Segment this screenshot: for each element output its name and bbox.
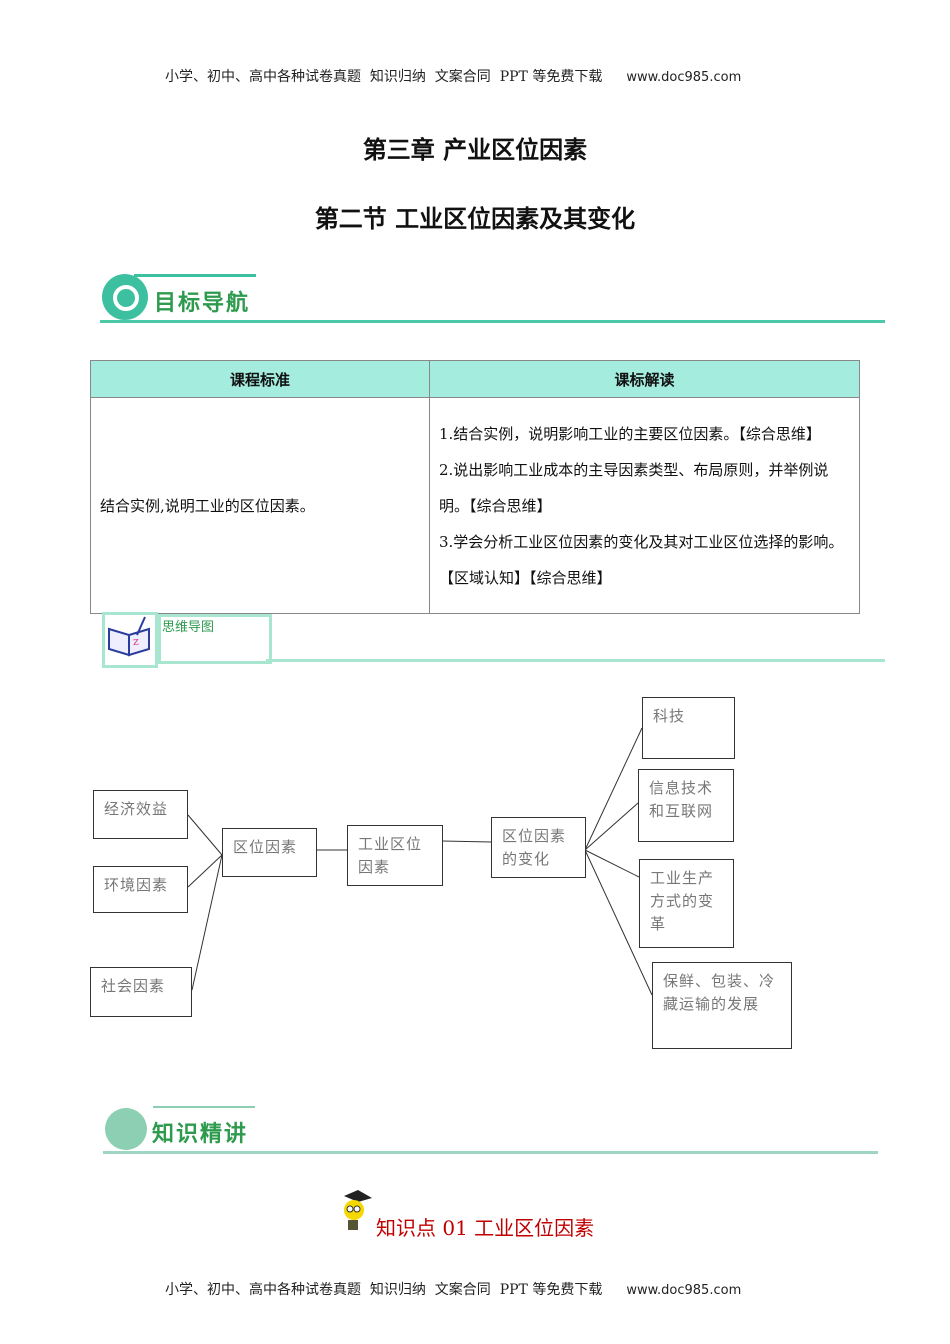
- header-text: 小学、初中、高中各种试卷真题 知识归纳 文案合同 PPT 等免费下载: [165, 69, 603, 85]
- footer-link[interactable]: www.doc985.com: [626, 1283, 742, 1298]
- section-mindmap-label: 思维导图: [162, 620, 215, 635]
- divider: [134, 274, 256, 277]
- node-environment: 环境因素: [93, 866, 188, 913]
- mascot-icon: [340, 1190, 374, 1232]
- section-knowledge-label: 知识精讲: [152, 1121, 249, 1147]
- page-footer: 小学、初中、高中各种试卷真题 知识归纳 文案合同 PPT 等免费下载 www.do…: [165, 1279, 741, 1299]
- divider: [153, 1106, 255, 1108]
- section-goal-label: 目标导航: [154, 290, 251, 316]
- connector: [191, 854, 223, 991]
- connector: [584, 727, 643, 851]
- section-title: 第二节 工业区位因素及其变化: [314, 204, 636, 233]
- divider: [100, 320, 885, 323]
- table-cell-interpretation: 1.结合实例，说明影响工业的主要区位因素。【综合思维】 2.说出影响工业成本的主…: [429, 397, 860, 614]
- table-header: 课程标准: [90, 360, 430, 398]
- connector: [187, 814, 223, 856]
- interpretation-item: 3.学会分析工业区位因素的变化及其对工业区位选择的影响。【区域认知】【综合思维】: [439, 532, 844, 587]
- divider: [103, 1151, 878, 1154]
- table-header: 课标解读: [429, 360, 860, 398]
- knowledge-point-title: 知识点 01 工业区位因素: [376, 1216, 595, 1240]
- node-cold-chain: 保鲜、包装、冷藏运输的发展: [652, 962, 792, 1049]
- svg-text:z: z: [133, 635, 139, 648]
- interpretation-item: 1.结合实例，说明影响工业的主要区位因素。【综合思维】: [439, 424, 821, 443]
- book-icon: z: [102, 612, 158, 668]
- node-factor-change: 区位因素的变化: [491, 817, 586, 878]
- curriculum-table: 课程标准课标解读 结合实例,说明工业的区位因素。 1.结合实例，说明影响工业的主…: [90, 360, 860, 614]
- node-economic: 经济效益: [93, 790, 188, 839]
- connector: [584, 802, 639, 851]
- mindmap-label-box: [158, 614, 272, 664]
- node-it-internet: 信息技术和互联网: [638, 769, 734, 842]
- connector: [187, 854, 223, 888]
- divider: [266, 659, 885, 662]
- header-link[interactable]: www.doc985.com: [626, 70, 742, 85]
- connector: [441, 840, 492, 843]
- globe-icon: [105, 1108, 147, 1150]
- connector: [584, 849, 640, 878]
- node-technology: 科技: [642, 697, 735, 759]
- page-header: 小学、初中、高中各种试卷真题 知识归纳 文案合同 PPT 等免费下载 www.do…: [165, 66, 741, 86]
- node-location-factors: 区位因素: [222, 828, 317, 877]
- node-industrial-factors: 工业区位因素: [347, 825, 443, 886]
- target-icon: [102, 274, 148, 320]
- connector: [584, 849, 653, 996]
- node-production-change: 工业生产方式的变革: [639, 859, 734, 948]
- table-cell-standard: 结合实例,说明工业的区位因素。: [90, 397, 430, 614]
- interpretation-item: 2.说出影响工业成本的主导因素类型、布局原则，并举例说明。【综合思维】: [439, 460, 829, 515]
- footer-text: 小学、初中、高中各种试卷真题 知识归纳 文案合同 PPT 等免费下载: [165, 1282, 603, 1298]
- chapter-title: 第三章 产业区位因素: [362, 135, 588, 164]
- node-social: 社会因素: [90, 967, 192, 1017]
